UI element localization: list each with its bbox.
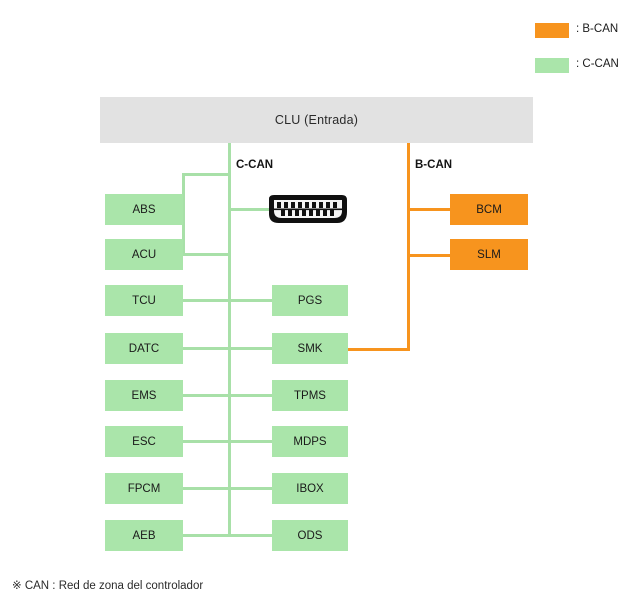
node-fpcm-label: FPCM — [127, 482, 161, 495]
node-aeb[interactable]: AEB — [105, 520, 183, 551]
node-smk[interactable]: SMK — [272, 333, 348, 364]
page-title: CLU (Entrada) — [274, 113, 359, 127]
c-can-trunk-line — [228, 143, 231, 535]
node-datc-label: DATC — [128, 342, 160, 355]
legend-item-c-can: : C-CAN — [535, 57, 619, 73]
node-slm-label: SLM — [477, 248, 501, 261]
c-can-row-line-fpcm-ibox — [182, 487, 273, 490]
legend-item-b-can: : B-CAN — [535, 22, 618, 38]
legend-swatch-c-can — [535, 57, 569, 73]
node-pgs[interactable]: PGS — [272, 285, 348, 316]
node-datc[interactable]: DATC — [105, 333, 183, 364]
footnote: ※ CAN : Red de zona del controlador — [12, 580, 204, 592]
node-ibox[interactable]: IBOX — [272, 473, 348, 504]
clu-header-bar: CLU (Entrada) — [100, 97, 533, 143]
node-ibox-label: IBOX — [296, 482, 324, 495]
node-ods-label: ODS — [297, 529, 323, 542]
c-can-branch-bottom-connector — [182, 253, 230, 256]
node-esc-label: ESC — [132, 435, 156, 448]
legend-label-c-can: : C-CAN — [576, 58, 619, 71]
node-fpcm[interactable]: FPCM — [105, 473, 183, 504]
legend-label-b-can: : B-CAN — [576, 23, 619, 36]
node-ems-label: EMS — [131, 389, 157, 402]
bus-label-b-can: B-CAN — [415, 159, 453, 171]
node-pgs-label: PGS — [297, 294, 323, 307]
node-bcm-label: BCM — [476, 203, 502, 216]
node-abs-label: ABS — [132, 203, 156, 216]
obd-diagnostic-connector-icon — [265, 192, 351, 228]
node-slm[interactable]: SLM — [450, 239, 528, 270]
b-can-row-line-slm — [407, 254, 452, 257]
b-can-trunk-line — [407, 143, 410, 351]
node-acu-label: ACU — [131, 248, 157, 261]
legend-swatch-b-can — [535, 22, 569, 38]
node-mdps-label: MDPS — [293, 435, 327, 448]
c-can-row-line-tcu-pgs — [182, 299, 273, 302]
c-can-row-line-obd — [228, 208, 273, 211]
b-can-row-line-bcm — [407, 208, 452, 211]
node-abs[interactable]: ABS — [105, 194, 183, 225]
node-tcu-label: TCU — [132, 294, 156, 307]
c-can-branch-top-connector — [182, 173, 230, 176]
node-tcu[interactable]: TCU — [105, 285, 183, 316]
c-can-branch-line-abs-acu — [182, 173, 185, 255]
node-ems[interactable]: EMS — [105, 380, 183, 411]
node-acu[interactable]: ACU — [105, 239, 183, 270]
c-can-row-line-datc-smk — [182, 347, 273, 350]
node-esc[interactable]: ESC — [105, 426, 183, 457]
node-ods[interactable]: ODS — [272, 520, 348, 551]
node-tpms-label: TPMS — [294, 389, 326, 402]
c-can-row-line-esc-mdps — [182, 440, 273, 443]
node-mdps[interactable]: MDPS — [272, 426, 348, 457]
node-tpms[interactable]: TPMS — [272, 380, 348, 411]
node-smk-label: SMK — [297, 342, 323, 355]
c-can-row-line-aeb-ods — [182, 534, 273, 537]
bus-label-c-can: C-CAN — [236, 159, 274, 171]
c-can-row-line-ems-tpms — [182, 394, 273, 397]
node-aeb-label: AEB — [132, 529, 156, 542]
node-bcm[interactable]: BCM — [450, 194, 528, 225]
b-can-smk-connector-line — [348, 348, 410, 351]
